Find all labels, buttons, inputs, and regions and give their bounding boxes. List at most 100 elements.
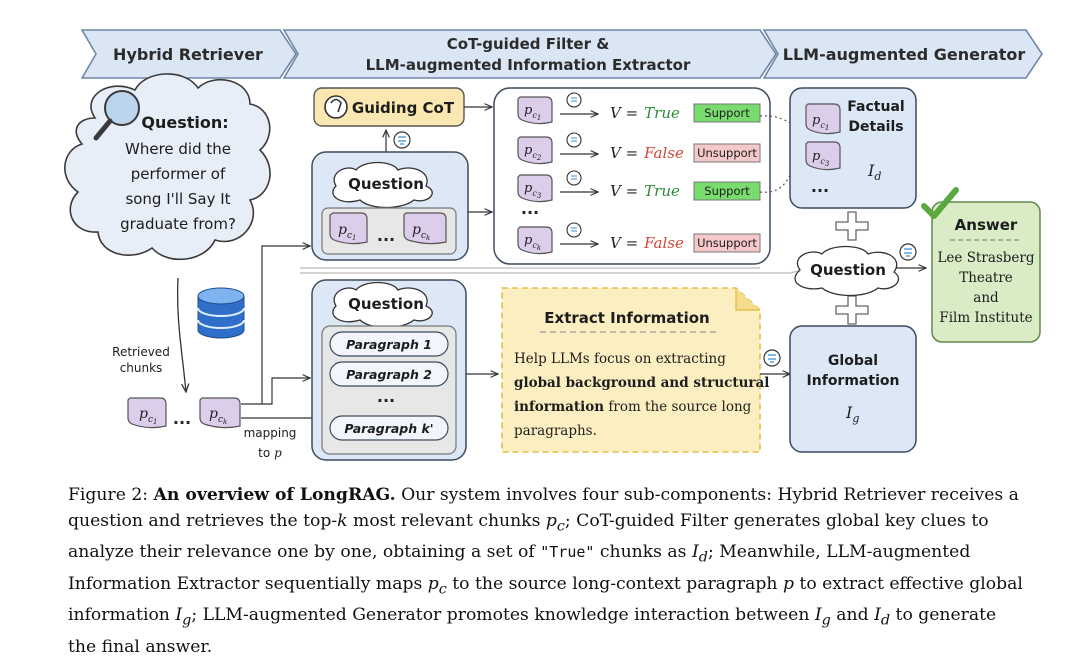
chunk-var: p — [338, 222, 347, 238]
mapping-label: mapping — [244, 426, 297, 440]
extract-text-bold: information — [514, 399, 604, 415]
paragraph-item: Paragraph k' — [329, 415, 449, 441]
chunk-var: p — [524, 143, 533, 158]
caption-var: I — [814, 605, 822, 626]
v-label: V = — [610, 144, 638, 162]
v-label: V = — [610, 234, 638, 252]
svg-text:V =True: V =True — [610, 182, 680, 200]
stage-label-filter-line2: LLM-augmented Information Extractor — [366, 56, 691, 74]
extract-information-note: Extract Information Help LLMs focus on e… — [501, 287, 769, 453]
svg-text:information from the source lo: information from the source long — [514, 399, 752, 415]
caption-true-token: "True" — [540, 543, 595, 562]
svg-text:pc1: pc1 — [139, 406, 157, 426]
caption-sub: g — [821, 612, 831, 629]
llm-icon — [393, 131, 411, 149]
section-divider — [300, 265, 821, 274]
verdict-badge: Unsupport — [697, 146, 757, 160]
caption-var: I — [691, 542, 699, 563]
stage-banner-retriever: Hybrid Retriever — [80, 29, 297, 79]
caption-text: Our system involves four sub-components:… — [68, 485, 1019, 531]
svg-text:pc2: pc2 — [524, 143, 542, 162]
question-cloud-title: Question: — [141, 113, 228, 132]
svg-text:V =True: V = True — [610, 104, 680, 122]
relevance-value: True — [644, 104, 680, 122]
question-label: Question — [810, 261, 886, 279]
svg-text:pc3: pc3 — [812, 149, 830, 168]
global-title-line: Global — [828, 353, 878, 369]
factual-title-line: Details — [848, 119, 903, 135]
llm-icon — [899, 243, 917, 261]
chunk-var: p — [524, 181, 533, 196]
stage-label-generator: LLM-augmented Generator — [783, 45, 1026, 64]
checkmark-icon — [921, 187, 959, 219]
generator-question-cloud: Question — [794, 245, 900, 297]
relevance-value: False — [643, 234, 684, 252]
chunk-var: p — [524, 233, 533, 248]
caption-var: p — [427, 573, 439, 594]
caption-text: to extract effective global information — [68, 573, 1023, 626]
chunk-var: p — [412, 222, 421, 238]
caption-text: ; CoT-guided Filter generates global key… — [68, 511, 989, 563]
global-information-box: Global Information Ig — [789, 325, 917, 453]
database-icon — [197, 287, 245, 339]
question-label: Question — [348, 175, 424, 193]
retrieved-chunk-k: pck — [199, 397, 241, 429]
svg-text:pc1: pc1 — [524, 103, 541, 122]
chunk-var: p — [812, 113, 821, 128]
plus-icon — [835, 295, 869, 325]
answer-line: and — [973, 290, 999, 306]
caption-text: to the source long-context paragraph — [446, 573, 783, 594]
chunk-var: p — [812, 149, 821, 164]
question-cloud-small — [332, 281, 433, 329]
caption-var: k — [337, 511, 348, 531]
caption-text: most relevant chunks — [347, 511, 546, 531]
svg-text:pc3: pc3 — [524, 181, 542, 200]
global-title-line: Information — [807, 373, 900, 389]
question-cloud-line: graduate from? — [120, 215, 236, 233]
answer-box: Answer Lee Strasberg Theatre and Film In… — [921, 187, 1041, 343]
caption-text: ; Meanwhile, LLM-augmented Information E… — [68, 542, 971, 594]
svg-text:top: top — [258, 446, 282, 460]
chunk-ellipsis: ... — [377, 226, 395, 245]
mapping-var: p — [274, 446, 282, 460]
caption-title: An overview of LongRAG. — [153, 485, 396, 505]
caption-text: chunks as — [594, 542, 692, 563]
svg-text:Ig: Ig — [845, 403, 859, 425]
answer-line: Theatre — [959, 270, 1013, 286]
paragraph-item: Paragraph 2 — [329, 361, 449, 387]
factual-title-line: Factual — [847, 99, 904, 115]
retrieved-label-line: Retrieved — [112, 345, 170, 359]
extract-text-line: paragraphs. — [514, 423, 597, 439]
caption-text: ; LLM-augmented Generator promotes knowl… — [191, 605, 815, 626]
paragraph-label: Paragraph 2 — [346, 367, 432, 382]
mapping-label-to: to — [258, 446, 270, 460]
paragraph-item: ... — [377, 387, 395, 406]
answer-title: Answer — [955, 216, 1018, 234]
paragraph-label: Paragraph k' — [344, 421, 433, 436]
global-var: I — [845, 403, 853, 422]
factual-details-box: pc1 pc3 ... Factual Details Id — [789, 87, 917, 209]
global-sub: g — [852, 412, 859, 425]
question-cloud-small — [332, 161, 433, 209]
longrag-overview-figure: Hybrid Retriever CoT-guided Filter & LLM… — [64, 29, 1043, 461]
chunk-var: p — [209, 406, 218, 422]
svg-text:pc1: pc1 — [338, 222, 356, 242]
brain-head-icon — [324, 95, 348, 119]
svg-text:Id: Id — [867, 161, 881, 183]
svg-text:pck: pck — [412, 222, 430, 242]
question-cloud-line: Where did the — [125, 140, 231, 158]
paragraph-item: Paragraph 1 — [329, 331, 449, 357]
results-ellipsis: ... — [521, 199, 539, 218]
factual-ellipsis: ... — [811, 177, 829, 196]
question-cloud-line: performer of — [131, 165, 226, 183]
svg-text:V =False: V = False — [610, 234, 684, 252]
caption-sub: g — [182, 612, 192, 629]
v-label: V = — [610, 182, 638, 200]
v-label: V = — [610, 104, 638, 122]
factual-var: I — [867, 161, 875, 180]
stage-label-retriever: Hybrid Retriever — [113, 45, 263, 64]
